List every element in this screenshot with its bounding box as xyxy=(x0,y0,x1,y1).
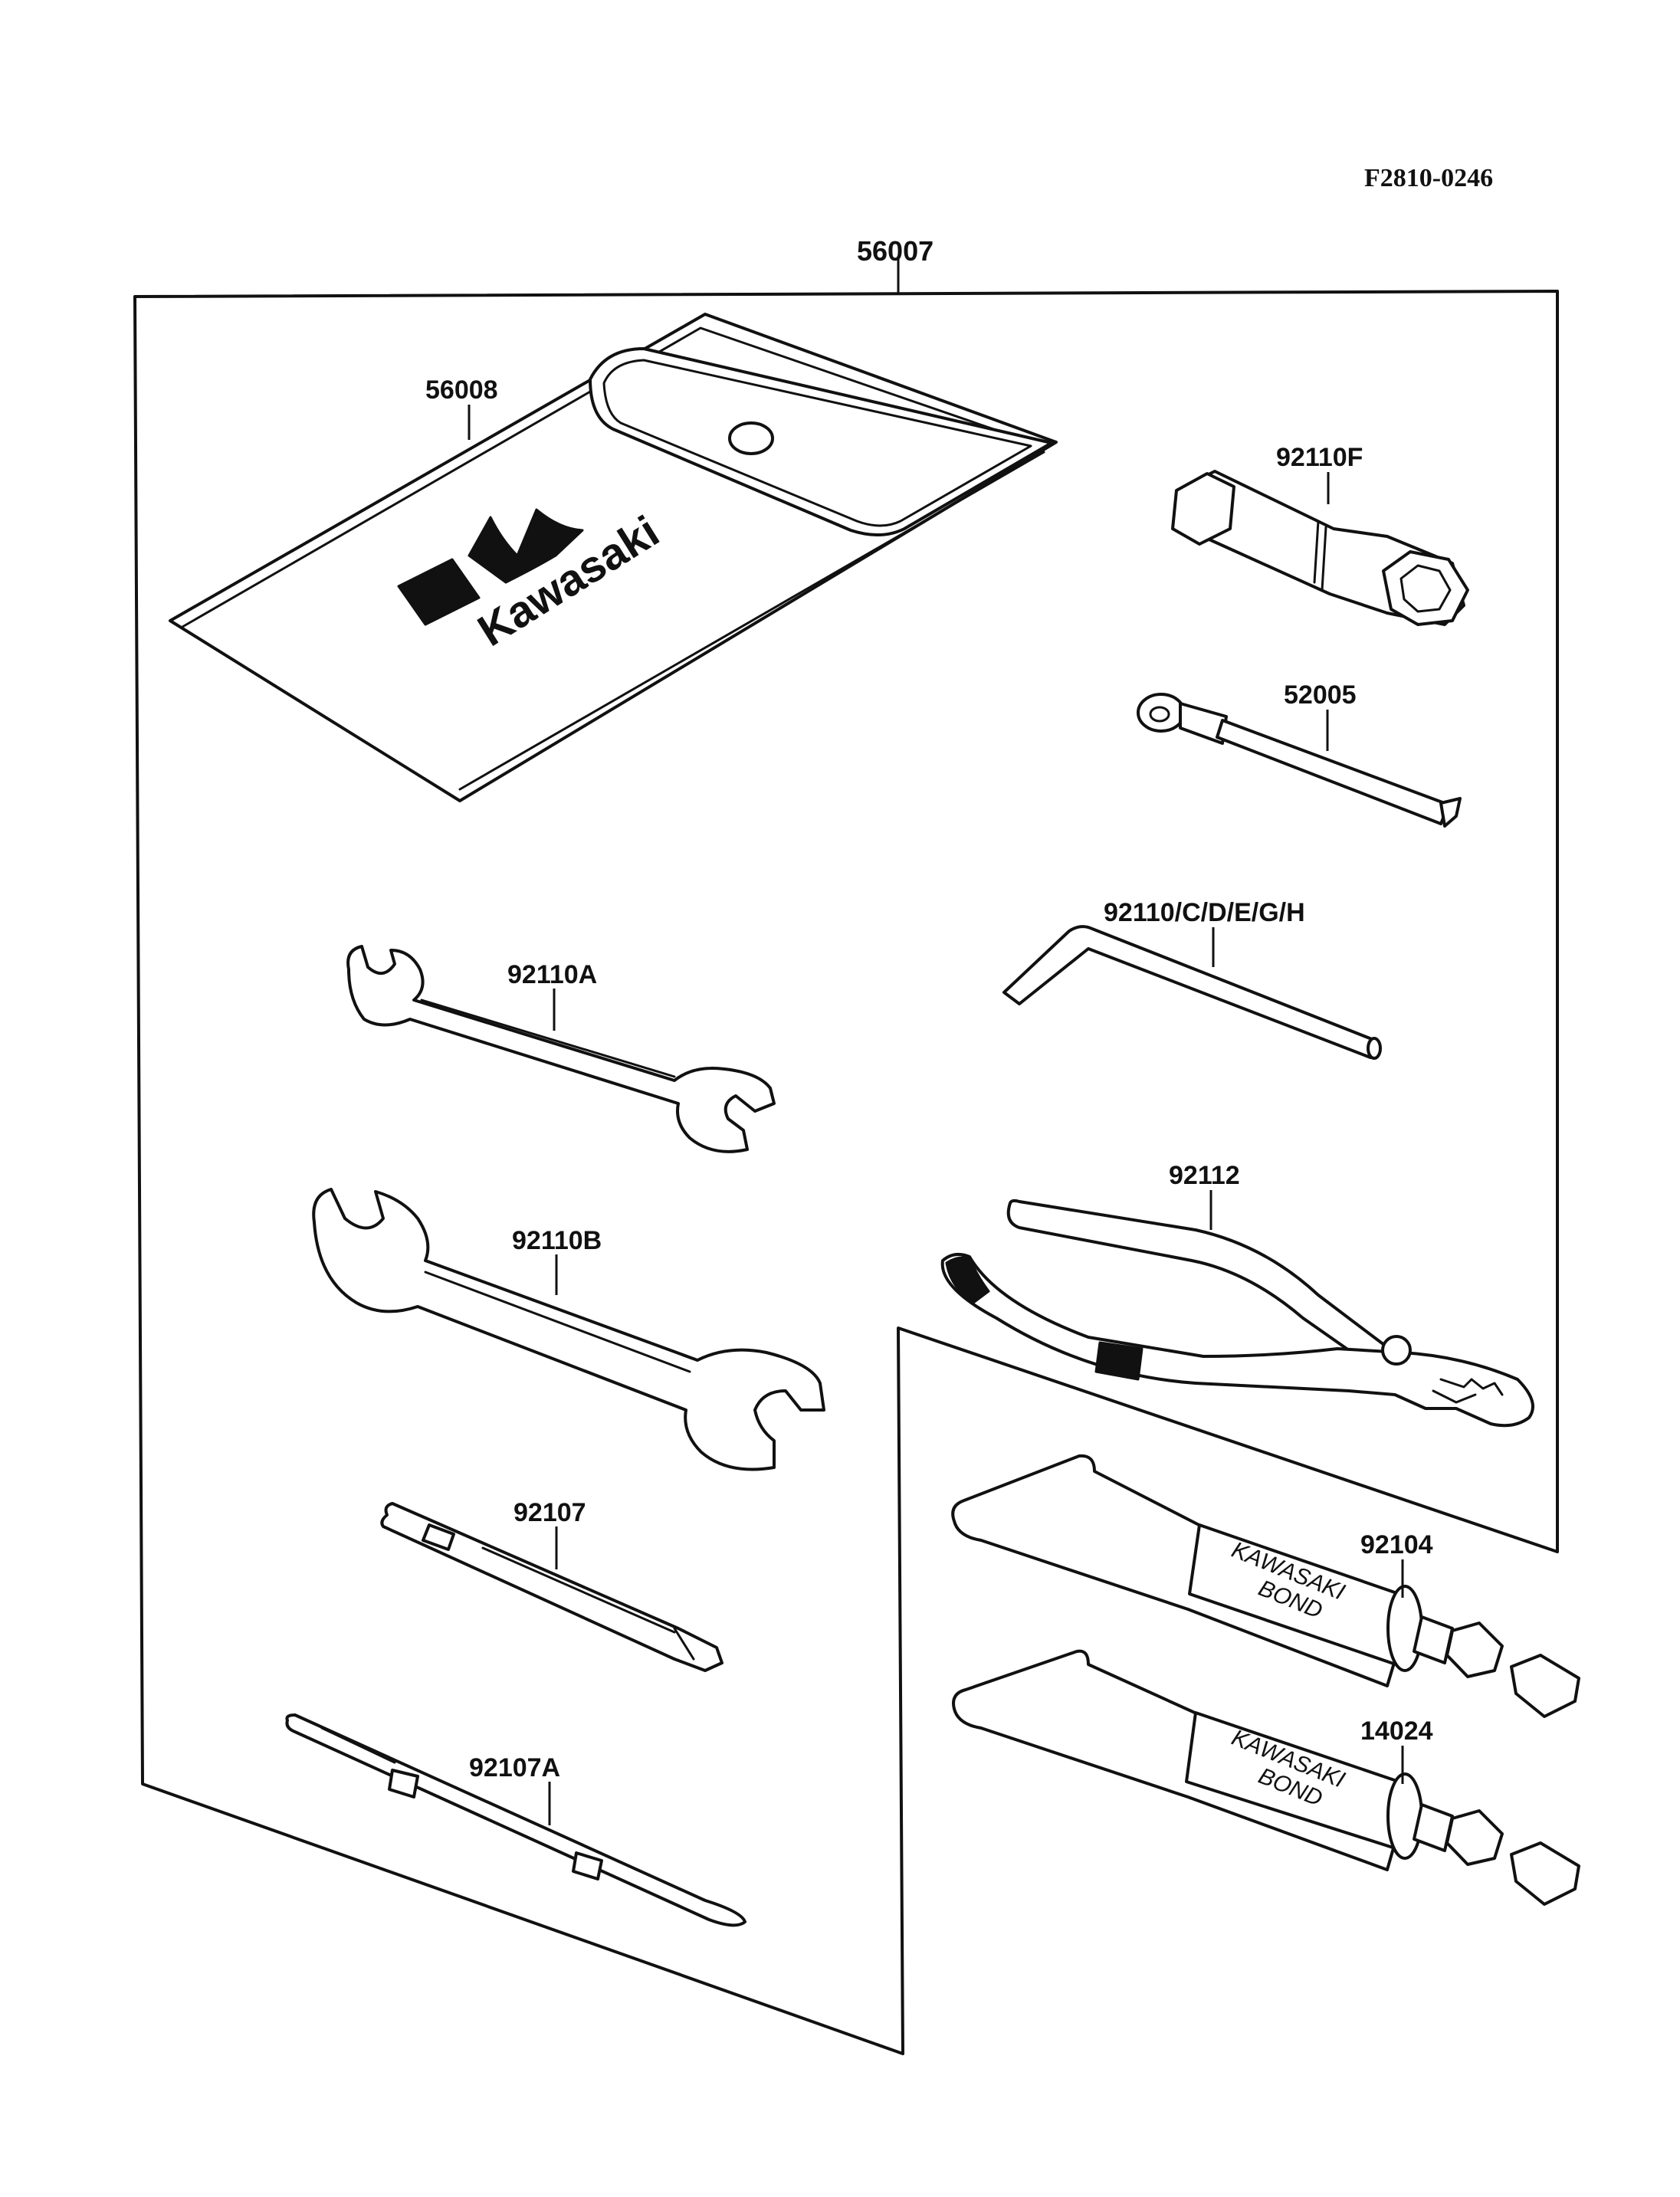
pliers xyxy=(940,1199,1534,1428)
hex-key-label: 92110/C/D/E/G/H xyxy=(1104,898,1305,927)
open-end-wrench-a xyxy=(346,945,776,1153)
open-end-wrench-b xyxy=(312,1188,825,1471)
diagram-code: F2810-0246 xyxy=(1364,164,1493,192)
tool-kit-label: 56007 xyxy=(857,235,934,267)
bond-tube-2-label: 14024 xyxy=(1360,1717,1433,1746)
spoke-wrench xyxy=(1137,693,1462,828)
screwdriver-handle-label: 92107A xyxy=(469,1753,560,1782)
spoke-wrench-label: 52005 xyxy=(1284,680,1357,710)
wrench-a-label: 92110A xyxy=(507,960,597,989)
tool-case-pouch: Kawasaki xyxy=(169,313,1058,802)
plug-wrench-label: 92110F xyxy=(1276,443,1363,472)
plug-wrench xyxy=(1171,470,1469,626)
screwdriver-label: 92107 xyxy=(514,1498,586,1527)
tool-case-label: 56008 xyxy=(425,375,498,405)
bond-tube-1: KAWASAKI BOND xyxy=(951,1454,1580,1718)
pliers-label: 92112 xyxy=(1169,1161,1240,1190)
bond-tube-2: KAWASAKI BOND xyxy=(952,1649,1580,1906)
bond-tube-1-label: 92104 xyxy=(1360,1530,1433,1559)
screwdriver xyxy=(380,1502,724,1672)
hex-key xyxy=(1002,925,1382,1060)
tool-kit-outline xyxy=(133,256,1559,2055)
wrench-b-label: 92110B xyxy=(512,1226,602,1255)
screwdriver-handle xyxy=(285,1713,746,1927)
